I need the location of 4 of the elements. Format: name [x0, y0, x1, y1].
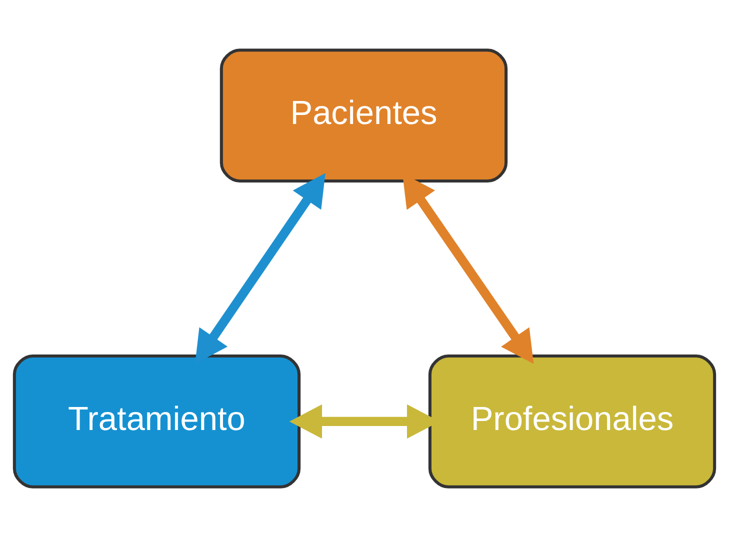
node-box: Profesionales [428, 354, 716, 488]
arrow [195, 173, 326, 364]
node-box: Tratamiento [12, 354, 301, 488]
node-box: Pacientes [220, 48, 508, 182]
